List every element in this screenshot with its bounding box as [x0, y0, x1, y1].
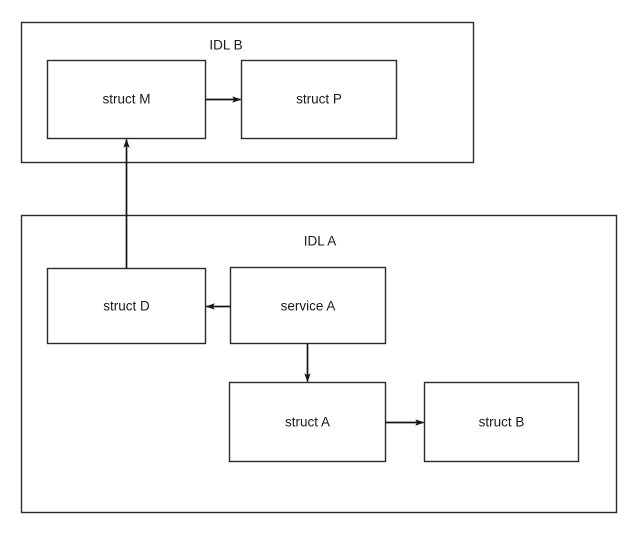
node-box-service-a[interactable]	[229, 266, 387, 345]
node-label-struct-d: struct D	[103, 299, 150, 314]
node-label-service-a: service A	[281, 299, 336, 314]
node-box-struct-p[interactable]	[240, 59, 398, 140]
node-label-struct-p: struct P	[296, 92, 342, 107]
group-label-idl-a: IDL A	[304, 234, 337, 249]
group-label-idl-b: IDL B	[209, 38, 242, 53]
node-box-struct-a[interactable]	[228, 381, 387, 463]
node-box-struct-d[interactable]	[46, 267, 207, 345]
node-label-struct-b: struct B	[479, 415, 525, 430]
node-box-struct-m[interactable]	[46, 59, 207, 140]
group-frame-idl-a[interactable]	[20, 214, 618, 514]
node-label-struct-m: struct M	[102, 92, 150, 107]
node-box-struct-b[interactable]	[423, 381, 580, 463]
node-label-struct-a: struct A	[285, 415, 330, 430]
